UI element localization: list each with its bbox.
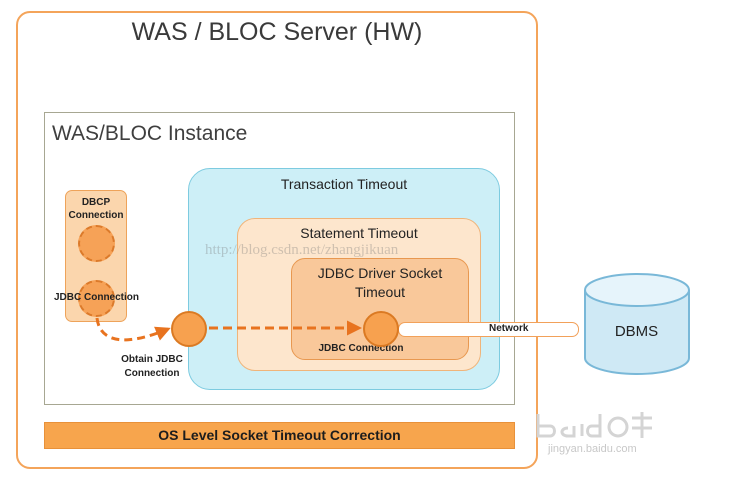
pool-connection-circle	[78, 280, 115, 317]
transaction-timeout-title: Transaction Timeout	[280, 176, 408, 192]
obtain-arrow	[95, 317, 171, 342]
dbms-cylinder-icon	[584, 273, 690, 375]
baidu-logo-icon	[536, 412, 652, 438]
driver-connection-label: JDBC Connection	[318, 343, 404, 354]
os-timeout-label: OS Level Socket Timeout Correction	[158, 427, 401, 443]
os-timeout-bar	[44, 422, 515, 449]
obtain-connection-label: Obtain JDBC Connection	[121, 354, 183, 379]
watermark-site: jingyan.baidu.com	[548, 443, 637, 455]
pool-connection-circle	[78, 225, 115, 262]
watermark-url: http://blog.csdn.net/zhangjikuan	[205, 242, 399, 258]
statement-timeout-title: Statement Timeout	[300, 225, 418, 241]
obtained-connection-circle	[171, 311, 207, 347]
socket-timeout-title: JDBC Driver Socket Timeout	[317, 265, 443, 300]
dbcp-connection-label: JDBC Connection	[54, 292, 139, 303]
network-label: Network	[489, 323, 529, 334]
dbms-label: DBMS	[614, 323, 659, 340]
server-title: WAS / BLOC Server (HW)	[131, 18, 423, 46]
driver-connection-circle	[363, 311, 399, 347]
instance-title: WAS/BLOC Instance	[52, 122, 248, 145]
dbcp-title: DBCP Connection	[68, 197, 124, 221]
